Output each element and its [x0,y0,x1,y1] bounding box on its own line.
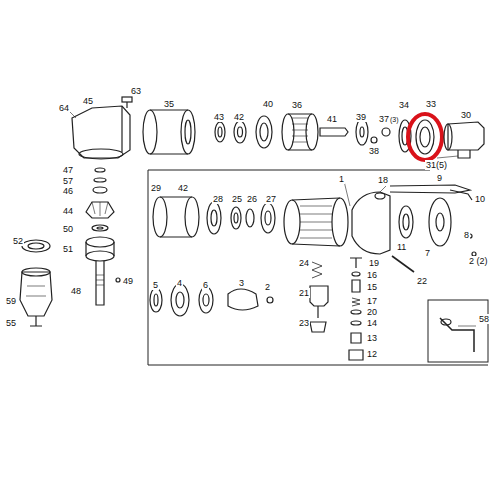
callout-number: 43 [213,112,225,122]
callout-number: 28 [212,194,224,204]
callout-number: 1 [338,174,345,184]
callout-number: 50 [62,224,74,234]
callout-number: 13 [366,333,378,343]
callout-number: 35 [163,99,175,109]
callout-number: 59 [5,296,17,306]
callout-number: 22 [416,276,428,286]
callout-number: 48 [70,286,82,296]
callout-number: 18 [377,175,389,185]
callout-number: 39 [355,112,367,122]
callout-number: 34 [398,100,410,110]
callout-number: 51 [62,244,74,254]
callout-number: 16 [366,270,378,280]
callout-number: 12 [366,349,378,359]
callout-number: 42 [177,183,189,193]
callout-number: 31(5) [425,160,448,170]
callout-number: (3) [389,115,400,125]
callout-number: 49 [122,276,134,286]
callout-number: 2 [264,282,271,292]
callout-number: 11 [396,242,407,252]
callout-number: 55 [5,318,17,328]
callout-number: 2 (2) [468,256,489,266]
callout-number: 26 [246,194,258,204]
callout-number: 5 [152,280,159,290]
callout-number: 41 [326,114,338,124]
callout-number: 14 [366,318,378,328]
callout-number: 7 [424,248,431,258]
callout-number: 64 [58,103,70,113]
callout-number: 47 [62,165,74,175]
callout-number: 8 [463,230,470,240]
callout-number: 4 [176,278,183,288]
callout-number: 46 [62,186,74,196]
callout-number: 6 [202,280,209,290]
callout-number: 21 [298,288,310,298]
callout-number: 52 [12,236,24,246]
callout-number: 3 [238,278,245,288]
callout-number: 57 [62,176,74,186]
callout-number: 40 [262,99,274,109]
callout-number: 27 [265,194,277,204]
callout-number: 23 [298,318,310,328]
callout-number: 45 [82,96,94,106]
callout-number: 24 [298,258,310,268]
callout-number: 25 [231,194,243,204]
callout-number: 42 [233,112,245,122]
callout-number: 58 [478,314,490,324]
callout-number: 15 [366,282,378,292]
callout-number: 29 [150,183,162,193]
callout-number: 36 [291,100,303,110]
callout-number: 30 [460,110,472,120]
callout-number: 63 [130,86,142,96]
callout-number: 38 [368,146,380,156]
callout-number: 19 [368,258,380,268]
callout-number: 20 [366,307,378,317]
callout-number: 10 [474,194,486,204]
callout-number: 9 [436,173,443,183]
callout-number: 44 [62,206,74,216]
callout-number: 17 [366,296,378,306]
callout-number: 33 [425,99,437,109]
